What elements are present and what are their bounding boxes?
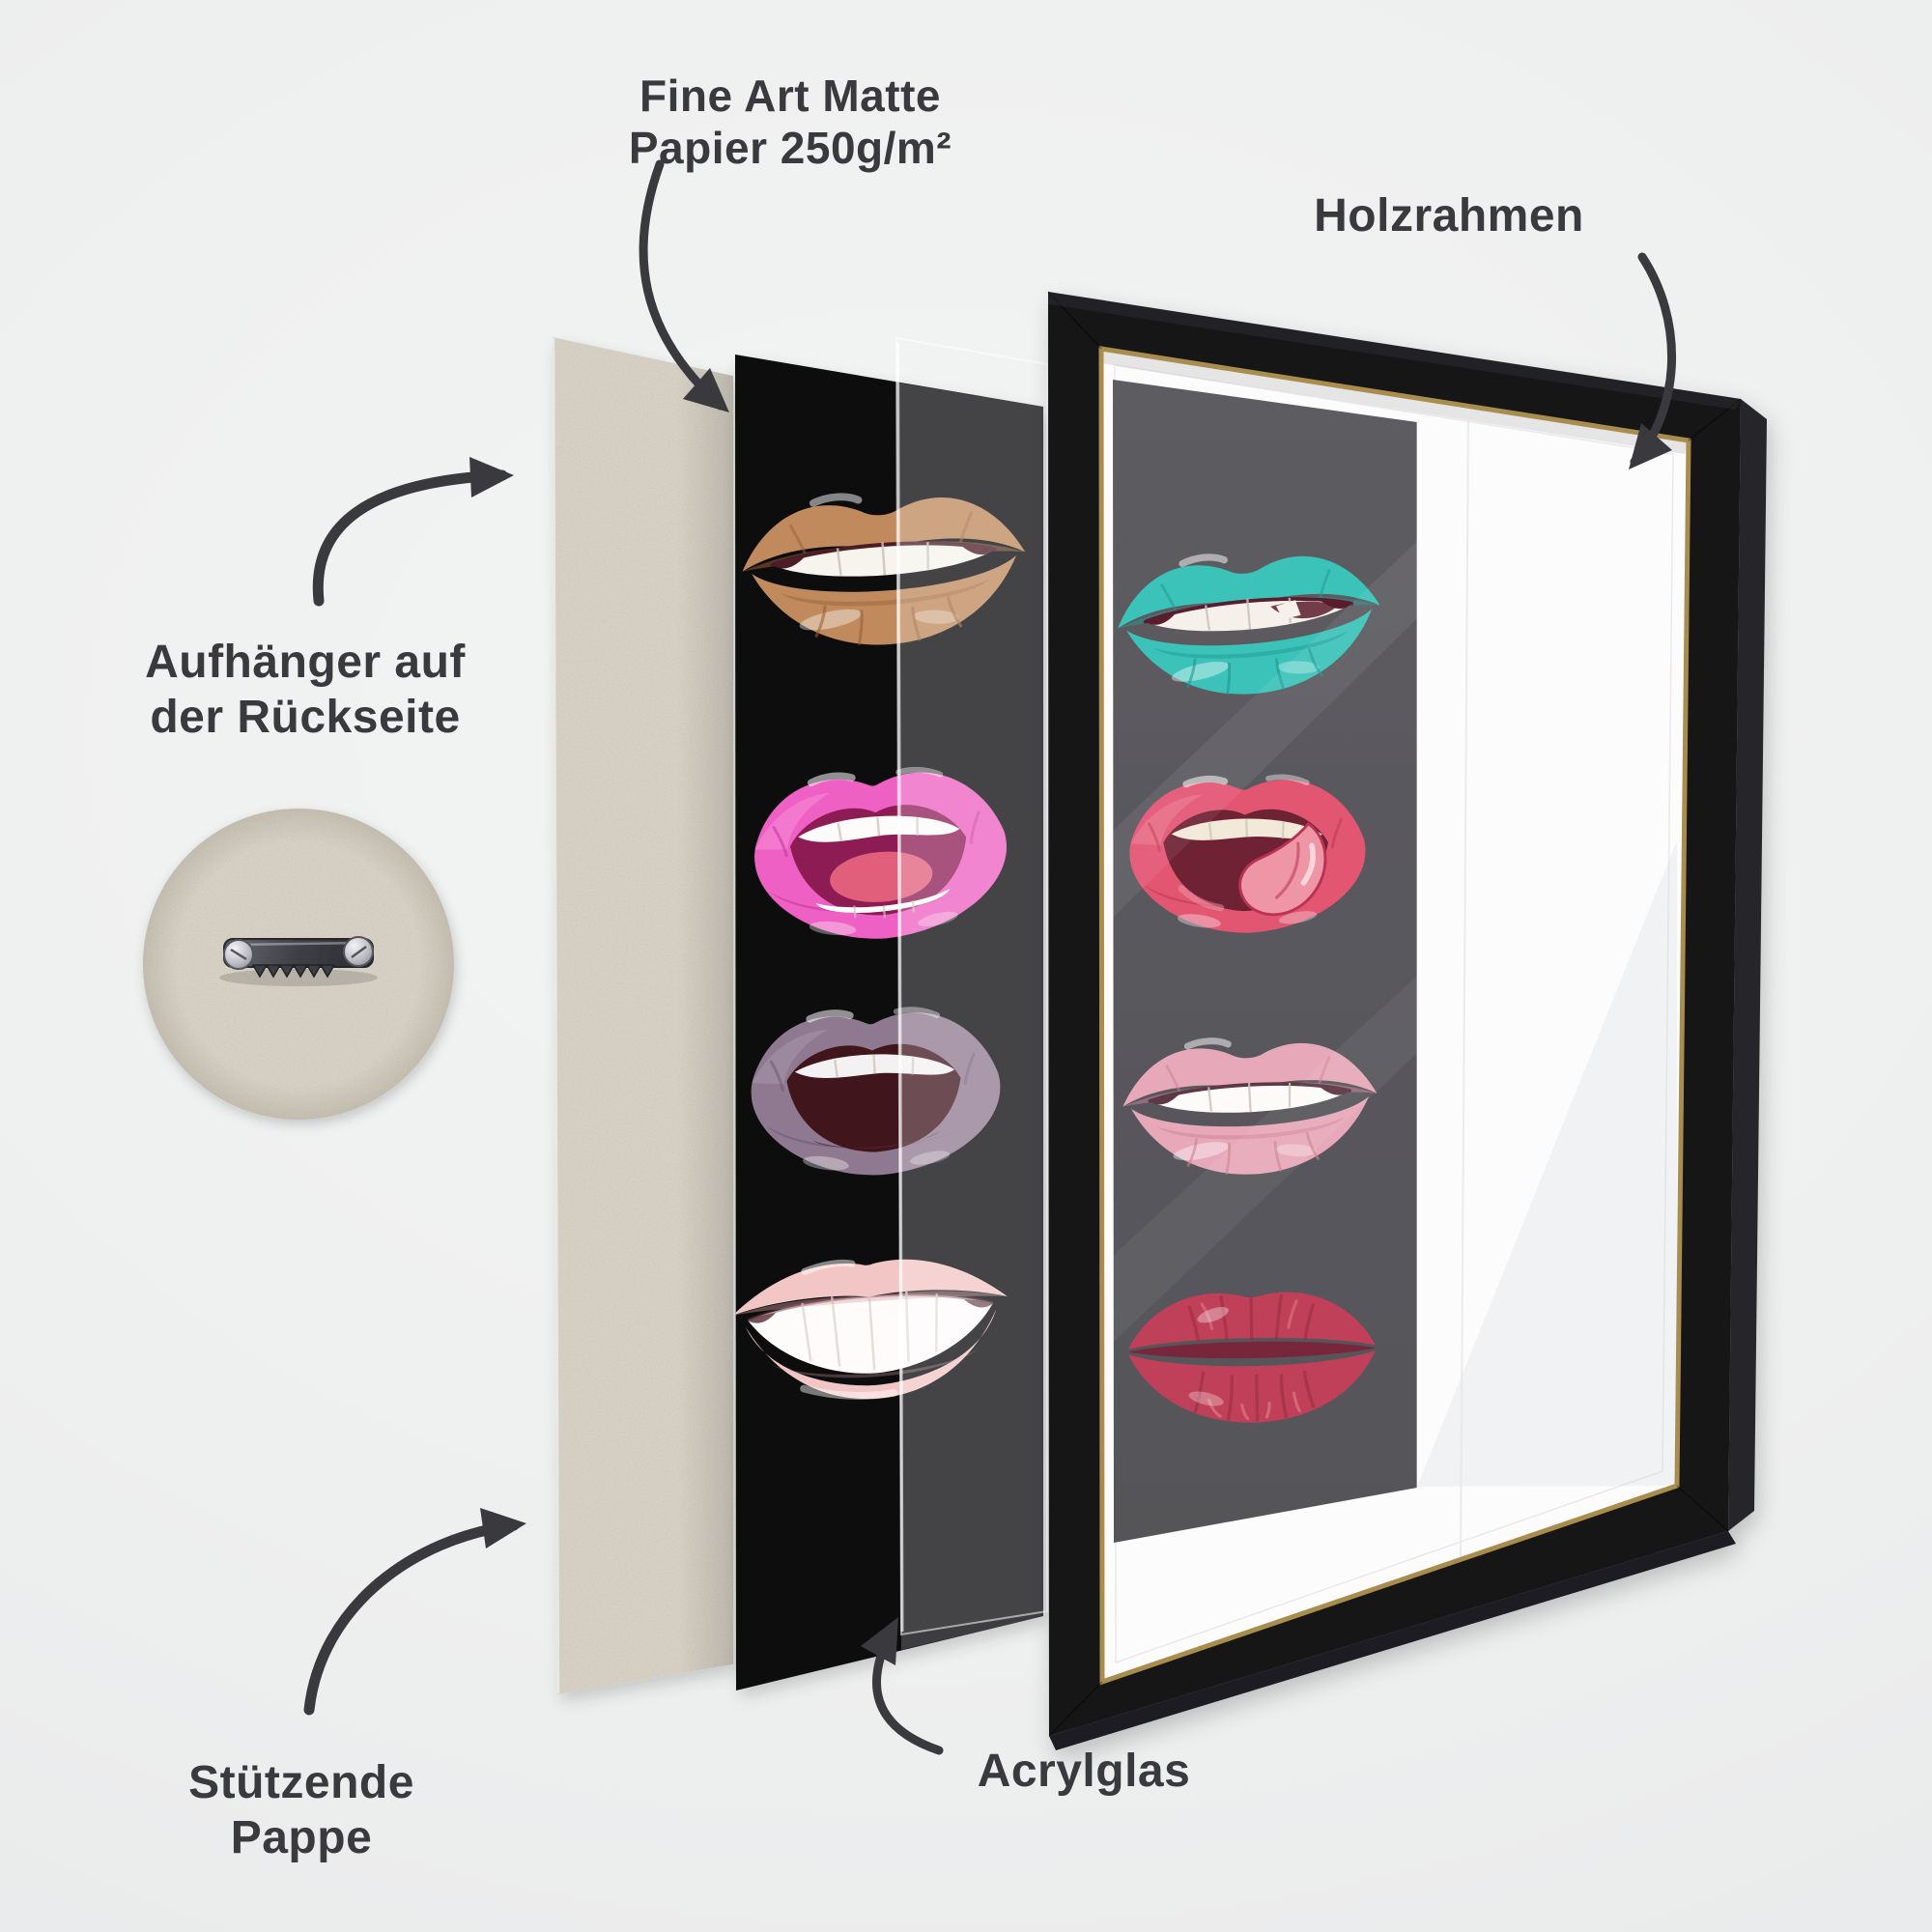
label-acrylic-text: Acrylglas — [977, 1746, 1191, 1797]
wood-frame — [1047, 291, 1767, 1750]
frame-side-face — [1728, 399, 1767, 1531]
label-support-cardboard: Stützende Pappe — [188, 1756, 414, 1865]
teal-bite-lips — [1118, 554, 1380, 696]
arrow-paper — [639, 159, 725, 411]
label-paper-line1: Fine Art Matte — [639, 71, 941, 121]
label-frame-text: Holzrahmen — [1314, 190, 1584, 242]
label-hanger-line1: Aufhänger auf — [145, 637, 466, 688]
top-rail-shadow — [1101, 349, 1689, 454]
sawtooth-hanger — [219, 936, 378, 986]
arrow-heads — [469, 368, 1672, 1665]
arrow-head-hanger — [469, 457, 514, 497]
frame-top-sheen — [1048, 292, 1741, 410]
acrylic-left-edge-highlight — [896, 342, 904, 1633]
frame-bottom-face — [1049, 1531, 1736, 1750]
label-acrylic-glass: Acrylglas — [978, 1745, 1191, 1800]
label-paper-line2: Papier 250g/m² — [628, 123, 952, 174]
label-hanger-line2: der Rückseite — [150, 691, 461, 743]
label-cardboard-line1: Stützende — [188, 1757, 414, 1808]
art-paper-sheet — [735, 355, 1043, 1690]
arrow-head-paper — [683, 368, 729, 412]
arrow-cardboard — [303, 1520, 520, 1716]
label-wood-frame: Holzrahmen — [1314, 189, 1584, 244]
label-hanger-back: Aufhänger auf der Rückseite — [145, 636, 466, 745]
arrow-head-acrylic — [861, 1617, 898, 1665]
label-cardboard-line2: Pappe — [230, 1811, 373, 1863]
glass-reflection-on-backing — [1417, 840, 1677, 1487]
arrow-head-frame — [1629, 423, 1672, 469]
acrylic-tint-over-paper — [897, 383, 1043, 1650]
glass-reflections-on-print — [1113, 541, 1417, 1343]
crimson-kiss-lips — [1128, 1292, 1376, 1423]
acrylic-glass-sheet — [895, 336, 1048, 1636]
cardboard-sheet — [553, 337, 733, 1694]
label-fine-art-paper: Fine Art Matte Papier 250g/m² — [629, 70, 952, 175]
arrow-head-cardboard — [480, 1508, 526, 1548]
hanger-detail-circle — [143, 809, 454, 1120]
backing-seam-line — [1460, 407, 1469, 1558]
arrow-hanger — [312, 469, 508, 607]
acrylic-glass-outline — [895, 336, 1048, 1636]
